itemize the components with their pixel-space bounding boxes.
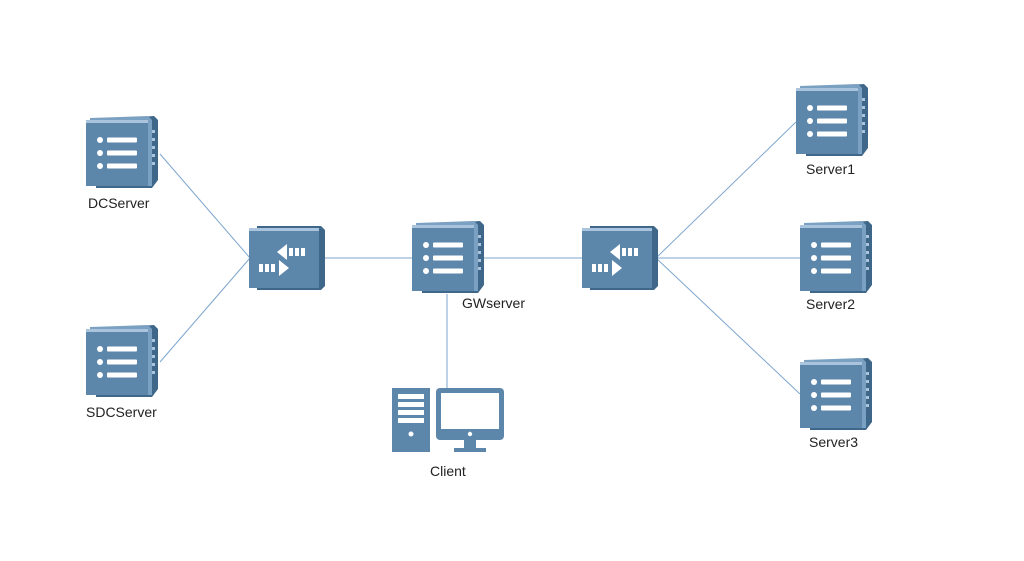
server1-server-icon[interactable] (796, 84, 868, 156)
gwserver-server-icon[interactable] (412, 221, 484, 293)
dcserver-label: DCServer (88, 195, 150, 211)
gwserver-label: GWserver (462, 295, 525, 311)
client-desktop-computer-icon[interactable] (392, 388, 504, 452)
right-switch-icon[interactable] (582, 226, 658, 290)
link-right-switch-server3 (655, 257, 801, 395)
link-right-switch-server1 (655, 121, 797, 259)
sdcserver-label: SDCServer (86, 404, 157, 420)
client-label: Client (430, 463, 466, 479)
server3-server-icon[interactable] (800, 358, 872, 430)
server1-label: Server1 (806, 161, 856, 177)
dcserver-server-icon[interactable] (86, 116, 158, 188)
left-switch-icon[interactable] (249, 226, 325, 290)
sdcserver-server-icon[interactable] (86, 325, 158, 397)
server3-label: Server3 (809, 434, 859, 450)
link-dcserver-left-switch (159, 153, 251, 259)
server2-label: Server2 (806, 296, 856, 312)
server2-server-icon[interactable] (800, 221, 872, 293)
link-sdcserver-left-switch (159, 257, 251, 363)
